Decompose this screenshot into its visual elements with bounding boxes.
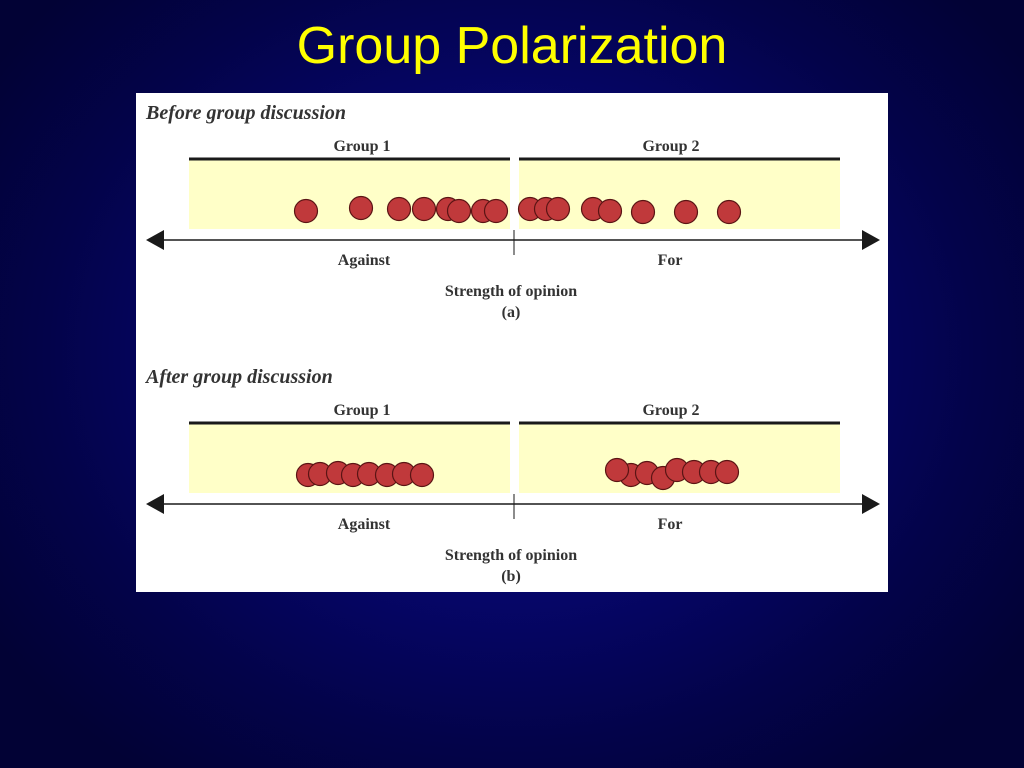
- panel-before: Before group discussion Group 1 Group 2 …: [145, 102, 880, 321]
- slide-title: Group Polarization: [296, 17, 728, 75]
- opinion-dot: [673, 199, 699, 225]
- opinion-dot: [714, 459, 740, 485]
- panel-before-right-arrow: [862, 230, 880, 250]
- panel-before-against-label: Against: [338, 252, 391, 269]
- panel-after-caption: (b): [501, 568, 521, 585]
- panel-before-dots: [293, 195, 742, 225]
- panel-after-against-label: Against: [338, 516, 391, 533]
- panel-after-group2-box: [519, 423, 840, 493]
- panel-before-heading: Before group discussion: [145, 102, 346, 124]
- opinion-dot: [348, 195, 374, 221]
- opinion-dot: [604, 457, 630, 483]
- opinion-dot: [483, 198, 509, 224]
- panel-before-left-arrow: [146, 230, 164, 250]
- panel-after-axis-title: Strength of opinion: [445, 547, 577, 564]
- panel-after-group2-label: Group 2: [642, 402, 699, 419]
- opinion-dot: [597, 198, 623, 224]
- panel-before-for-label: For: [658, 252, 683, 269]
- panel-before-axis-title: Strength of opinion: [445, 283, 577, 300]
- opinion-dot: [446, 198, 472, 224]
- panel-after-left-arrow: [146, 494, 164, 514]
- panel-before-group2-label: Group 2: [642, 138, 699, 155]
- opinion-dot: [293, 198, 319, 224]
- opinion-dot: [630, 199, 656, 225]
- opinion-dot: [386, 196, 412, 222]
- panel-after-right-arrow: [862, 494, 880, 514]
- panel-before-caption: (a): [502, 304, 521, 321]
- panel-after-group1-label: Group 1: [333, 402, 390, 419]
- panel-after-for-label: For: [658, 516, 683, 533]
- panel-before-group1-label: Group 1: [333, 138, 390, 155]
- panel-after: After group discussion Group 1 Group 2 A…: [144, 366, 880, 585]
- group-polarization-figure: Before group discussion Group 1 Group 2 …: [136, 93, 888, 592]
- panel-after-heading: After group discussion: [144, 366, 333, 388]
- panel-after-dots: [295, 457, 740, 491]
- opinion-dot: [716, 199, 742, 225]
- figure-canvas: Before group discussion Group 1 Group 2 …: [144, 102, 880, 585]
- opinion-dot: [409, 462, 435, 488]
- opinion-dot: [545, 196, 571, 222]
- opinion-dot: [411, 196, 437, 222]
